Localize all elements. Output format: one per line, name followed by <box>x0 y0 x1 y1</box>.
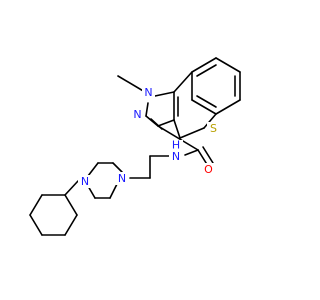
atom-labels: N N S N H O N N <box>78 86 220 188</box>
bond <box>202 146 214 164</box>
structure-canvas: N N S N H O N N <box>29 57 241 236</box>
bond <box>154 91 175 97</box>
bond <box>112 162 123 173</box>
bond <box>179 127 205 139</box>
atom-label: S <box>210 122 217 135</box>
atom-label: H <box>172 139 180 152</box>
atom-label: N <box>118 172 126 185</box>
bond <box>203 113 217 129</box>
bond <box>173 71 193 93</box>
atom-o1: O <box>202 163 215 176</box>
bond <box>117 75 146 93</box>
atom-amide-h: H <box>169 139 183 152</box>
bonds <box>29 57 241 236</box>
atom-amide-n: N <box>169 150 183 163</box>
molecule-structure: N N S N H O N N <box>29 57 241 236</box>
bond <box>184 149 199 156</box>
bond <box>157 125 199 151</box>
atom-s1: S <box>207 122 220 135</box>
bond <box>29 194 43 216</box>
atom-piperazine-n2: N <box>78 175 92 188</box>
bond <box>145 102 149 117</box>
atom-n1: N <box>142 86 155 99</box>
atom-n2: N <box>131 108 144 121</box>
bond <box>87 162 99 177</box>
bond <box>215 57 241 73</box>
bond <box>173 119 181 139</box>
bond <box>64 214 78 236</box>
bond <box>64 180 79 196</box>
bond <box>196 64 217 77</box>
atom-label: O <box>204 163 213 176</box>
atom-label: N <box>172 150 180 163</box>
atom-label: N <box>81 175 89 188</box>
bond <box>29 214 43 236</box>
bond <box>157 119 175 127</box>
bond <box>191 57 217 73</box>
atom-piperazine-n1: N <box>115 172 129 185</box>
atom-label: N <box>133 108 141 121</box>
bond <box>196 95 217 108</box>
bond <box>215 99 241 115</box>
bond <box>64 194 78 216</box>
atom-label: N <box>144 86 152 99</box>
bond <box>191 99 217 115</box>
